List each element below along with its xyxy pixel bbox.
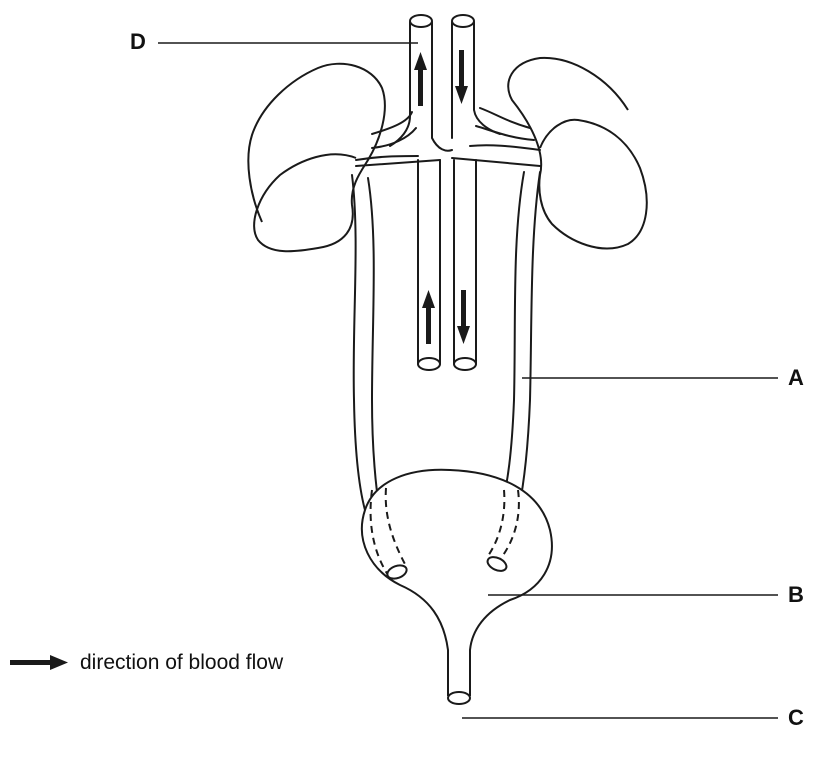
right-ureter-inner <box>500 172 524 512</box>
label-c: C <box>788 707 804 729</box>
bladder <box>362 470 552 696</box>
vein-upper-up-arrow-icon <box>414 52 427 106</box>
aorta-top-opening <box>452 15 474 27</box>
urethra-opening <box>448 692 470 704</box>
aorta-bottom-opening <box>454 358 476 370</box>
label-a: A <box>788 367 804 389</box>
legend-text: direction of blood flow <box>80 652 283 673</box>
left-kidney <box>248 64 385 252</box>
right-kidney <box>508 58 647 249</box>
vena-cava-top-opening <box>410 15 432 27</box>
vena-cava-bottom-opening <box>418 358 440 370</box>
right-arrow-icon <box>10 655 68 670</box>
left-ureter-inner <box>368 178 380 512</box>
left-ureter <box>352 175 372 530</box>
label-d: D <box>130 31 146 53</box>
label-b: B <box>788 584 804 606</box>
right-ureter <box>518 172 540 512</box>
artery-lower-down-arrow-icon <box>457 290 470 344</box>
artery-upper-down-arrow-icon <box>455 50 468 104</box>
vein-lower-up-arrow-icon <box>422 290 435 344</box>
